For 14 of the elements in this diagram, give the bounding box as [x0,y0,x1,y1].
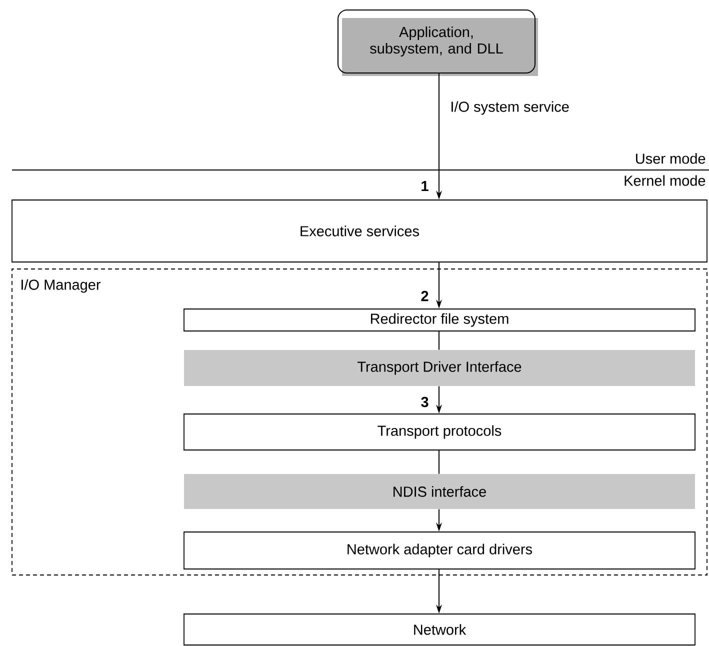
layer-box: Executive services [12,200,708,262]
layer-box: Redirector file system [184,308,696,332]
edge-label: I/O system service [449,100,570,116]
interface-band: NDIS interface [184,474,695,509]
callout-number: 2 [421,290,428,302]
callout-number: 3 [421,396,428,408]
process-box: Application, subsystem, and DLL [338,10,536,74]
layer-box: Network adapter card drivers [184,532,696,570]
mode-label: User mode [636,153,706,164]
callout-number: 1 [422,181,428,191]
layer-box: Transport protocols [184,414,696,450]
interface-band: Transport Driver Interface [184,350,695,386]
layer-box: Network [184,614,696,646]
mode-label: Kernel mode [624,175,706,186]
